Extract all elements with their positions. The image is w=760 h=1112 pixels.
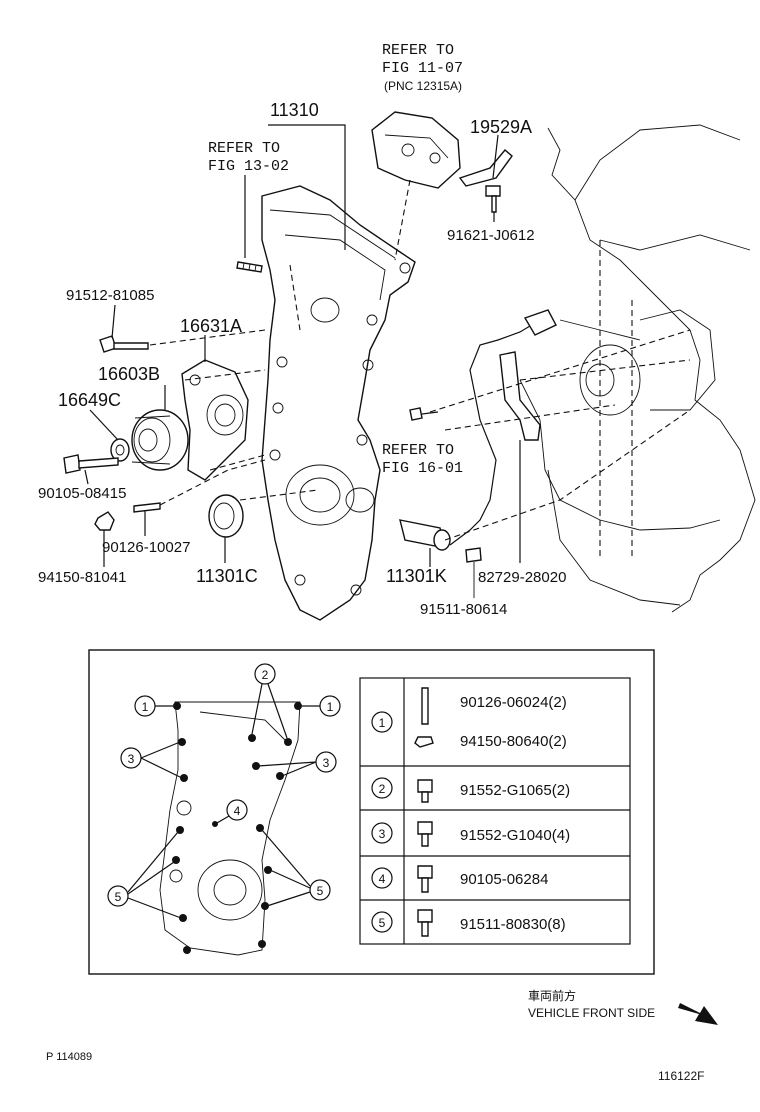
label-leaders — [84, 124, 521, 567]
part-91511-label: 91511-80614 — [420, 601, 507, 618]
part-16631A-label: 16631A — [180, 316, 242, 336]
vehicle-front-en: VEHICLE FRONT SIDE — [528, 1006, 655, 1020]
oil-seal — [208, 494, 244, 538]
part-90105-label: 90105-08415 — [38, 485, 126, 502]
inset-callouts: 1 1 2 3 3 4 5 5 — [107, 663, 341, 919]
refer-fig16-line2: FIG 16-01 — [382, 460, 463, 477]
callout-5-left: 5 — [115, 890, 122, 904]
part-11310-label: 11310 — [270, 100, 319, 120]
callout-3-right: 3 — [323, 756, 330, 770]
part-16649C-label: 16649C — [58, 390, 121, 410]
nut-94150 — [94, 511, 115, 531]
refer-fig16-line1: REFER TO — [382, 442, 454, 459]
part-82729-label: 82729-28020 — [478, 569, 566, 586]
callout-3-left: 3 — [128, 752, 135, 766]
table-ref-2: 2 — [379, 782, 386, 796]
idler-pulley — [131, 409, 189, 471]
table-ref-5: 5 — [379, 916, 386, 930]
washer-plate — [110, 438, 130, 462]
bolt-91511 — [465, 547, 482, 598]
main-labels: REFER TO FIG 11-07 (PNC 12315A) 11310 RE… — [38, 42, 566, 618]
timing-chain-cover — [261, 185, 416, 621]
refer-fig11-line1: REFER TO — [382, 42, 454, 59]
table-ref-3: 3 — [379, 827, 386, 841]
table-ref-4: 4 — [379, 872, 386, 886]
callout-5-right: 5 — [317, 884, 324, 898]
fastener-table: 1 90126-06024(2) 94150-80640(2) 2 91552-… — [359, 677, 631, 945]
inset-cover-drawing — [159, 701, 302, 956]
bolt-90105 — [63, 454, 119, 474]
wire-harness — [409, 309, 557, 546]
vehicle-front-jp: 車両前方 — [528, 988, 576, 1003]
stud-90126 — [133, 502, 161, 513]
table-ref-1: 1 — [379, 716, 386, 730]
dashed-alignment-lines — [149, 179, 691, 541]
refer-fig13-line1: REFER TO — [208, 140, 280, 157]
engine-block-outline — [519, 124, 756, 613]
idler-bracket — [181, 359, 249, 481]
part-94150-label: 94150-81041 — [38, 569, 126, 586]
refer-fig13-line2: FIG 13-02 — [208, 158, 289, 175]
stud-fig13 — [236, 261, 263, 273]
table-part-2: 91552-G1065(2) — [460, 782, 570, 799]
refer-fig11-line2: FIG 11-07 — [382, 60, 463, 77]
part-19529A-label: 19529A — [470, 117, 532, 137]
callout-1-right: 1 — [327, 700, 334, 714]
wire-bracket — [458, 149, 513, 187]
part-11301C-label: 11301C — [196, 566, 258, 586]
footer-right-code: 116122F — [658, 1069, 704, 1083]
inset-frame — [88, 649, 655, 975]
bolt-91621 — [485, 185, 501, 213]
bolt-91512 — [99, 335, 149, 353]
part-91512-label: 91512-81085 — [66, 287, 154, 304]
refer-fig11-line3: (PNC 12315A) — [384, 79, 462, 93]
part-11301K-label: 11301K — [386, 566, 447, 586]
engine-mount-bracket — [371, 111, 461, 189]
part-16603B-label: 16603B — [98, 364, 160, 384]
footer-left-code: P 114089 — [46, 1051, 92, 1063]
callout-1-left: 1 — [142, 700, 149, 714]
front-direction-arrow-icon — [678, 1003, 718, 1025]
table-part-4: 90105-06284 — [460, 871, 548, 888]
part-90126-label: 90126-10027 — [102, 539, 190, 556]
vehicle-front-indicator: 車両前方 VEHICLE FRONT SIDE — [528, 988, 718, 1025]
table-part-3: 91552-G1040(4) — [460, 827, 570, 844]
table-part-1b: 94150-80640(2) — [460, 733, 567, 750]
fastener-inset: 1 1 2 3 3 4 5 5 — [88, 649, 655, 975]
crank-position-sensor — [399, 519, 451, 551]
callout-4: 4 — [234, 804, 241, 818]
part-91621-label: 91621-J0612 — [447, 227, 535, 244]
callout-2: 2 — [262, 668, 269, 682]
table-part-5: 91511-80830(8) — [460, 916, 566, 933]
table-part-1a: 90126-06024(2) — [460, 694, 567, 711]
